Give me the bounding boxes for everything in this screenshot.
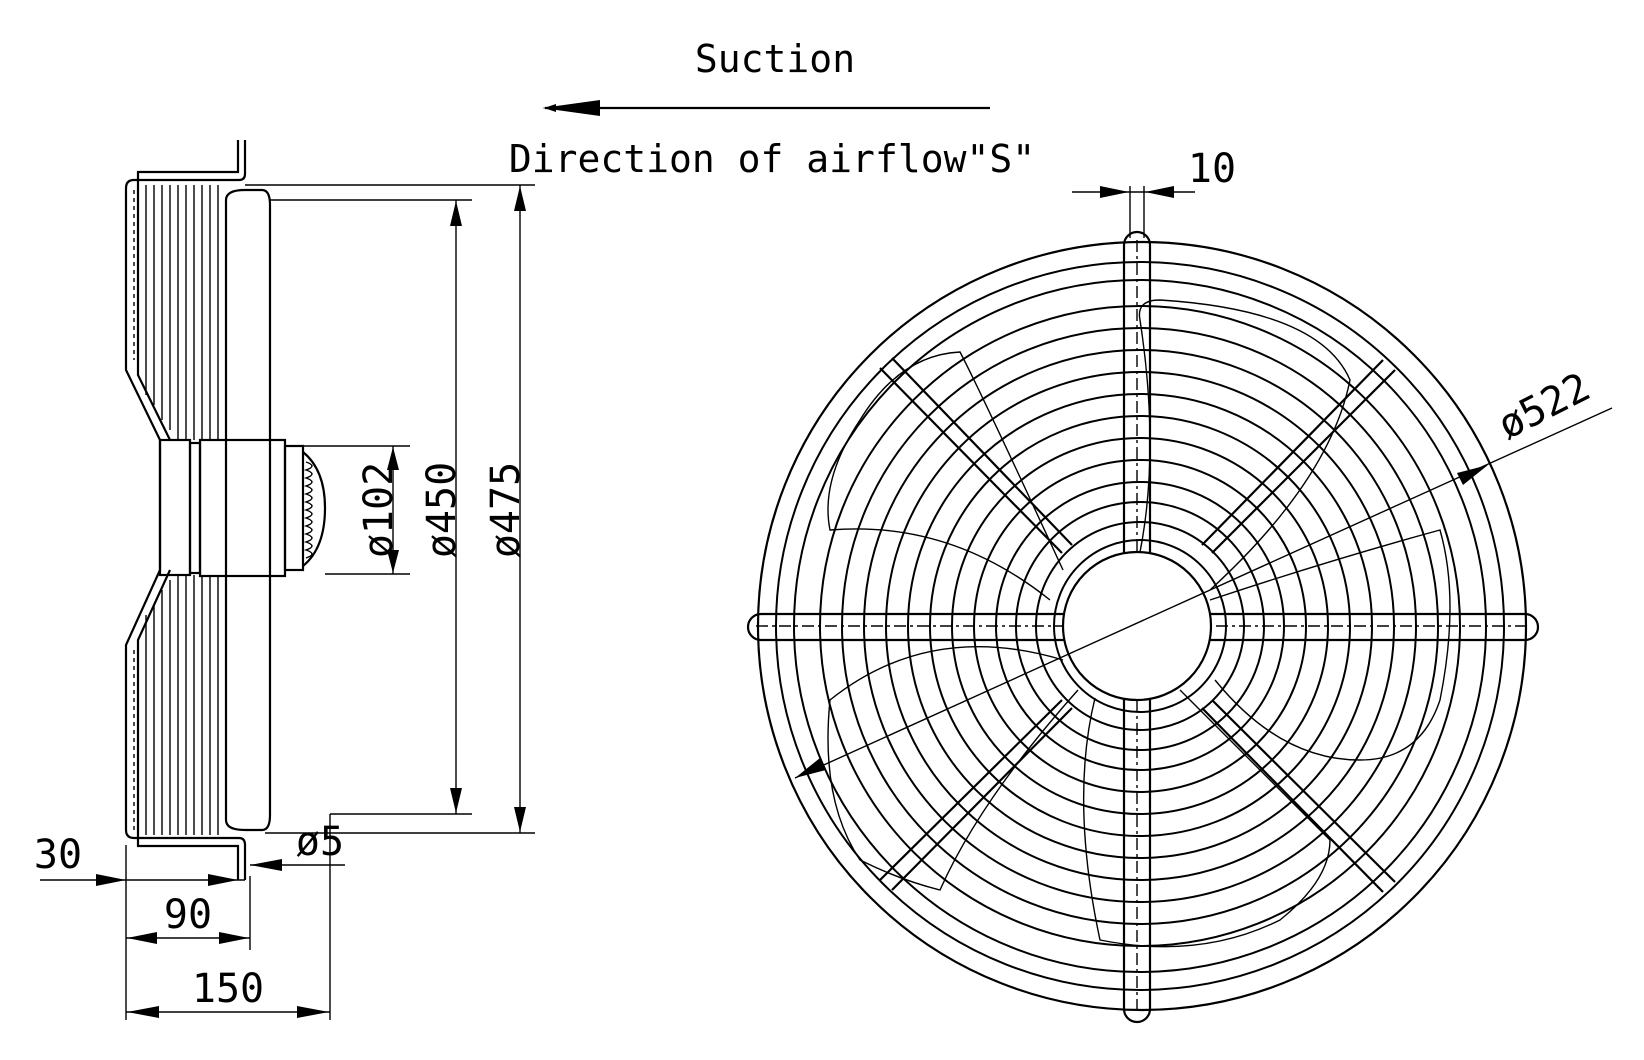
direction-label: Direction of airflow"S" [509, 137, 1035, 181]
depth-total-label: 150 [192, 966, 264, 1012]
fan-blades [827, 299, 1451, 948]
frame-diameter-dim: ø475 [245, 184, 535, 834]
bar-width-dim: 10 [1072, 146, 1236, 238]
bar-width-label: 10 [1188, 146, 1236, 192]
hub-diameter-label: ø102 [356, 462, 402, 558]
hole-diameter-label: ø5 [296, 819, 344, 865]
motor-hub [158, 438, 327, 578]
depth-small-label: 30 [34, 832, 82, 878]
frame-diameter-label: ø475 [483, 462, 529, 558]
hub-diameter-dim: ø102 [300, 445, 410, 575]
front-view: ø522 10 [746, 146, 1613, 1024]
depth-mid-dim: 90 [125, 845, 251, 1020]
guard-profile [124, 140, 247, 880]
airflow-indicator: Suction Direction of airflow"S" [509, 37, 1035, 181]
guard-cross-bars [746, 230, 1540, 1024]
depth-small-dim: 30 [34, 832, 245, 886]
guard-rings [145, 185, 219, 835]
blade-diameter-dim: ø450 [270, 199, 472, 815]
airflow-arrowhead [542, 100, 600, 116]
depth-total-dim: 150 [126, 870, 331, 1020]
blade-diameter-label: ø450 [419, 462, 465, 558]
hole-diameter-dim: ø5 [250, 814, 345, 871]
side-view: ø102 ø450 ø475 ø5 [34, 140, 535, 1020]
depth-mid-label: 90 [164, 892, 212, 938]
hub-circle [1061, 550, 1213, 702]
blade-profile [224, 188, 272, 832]
outer-diameter-label: ø522 [1491, 364, 1598, 449]
suction-label: Suction [695, 37, 855, 81]
